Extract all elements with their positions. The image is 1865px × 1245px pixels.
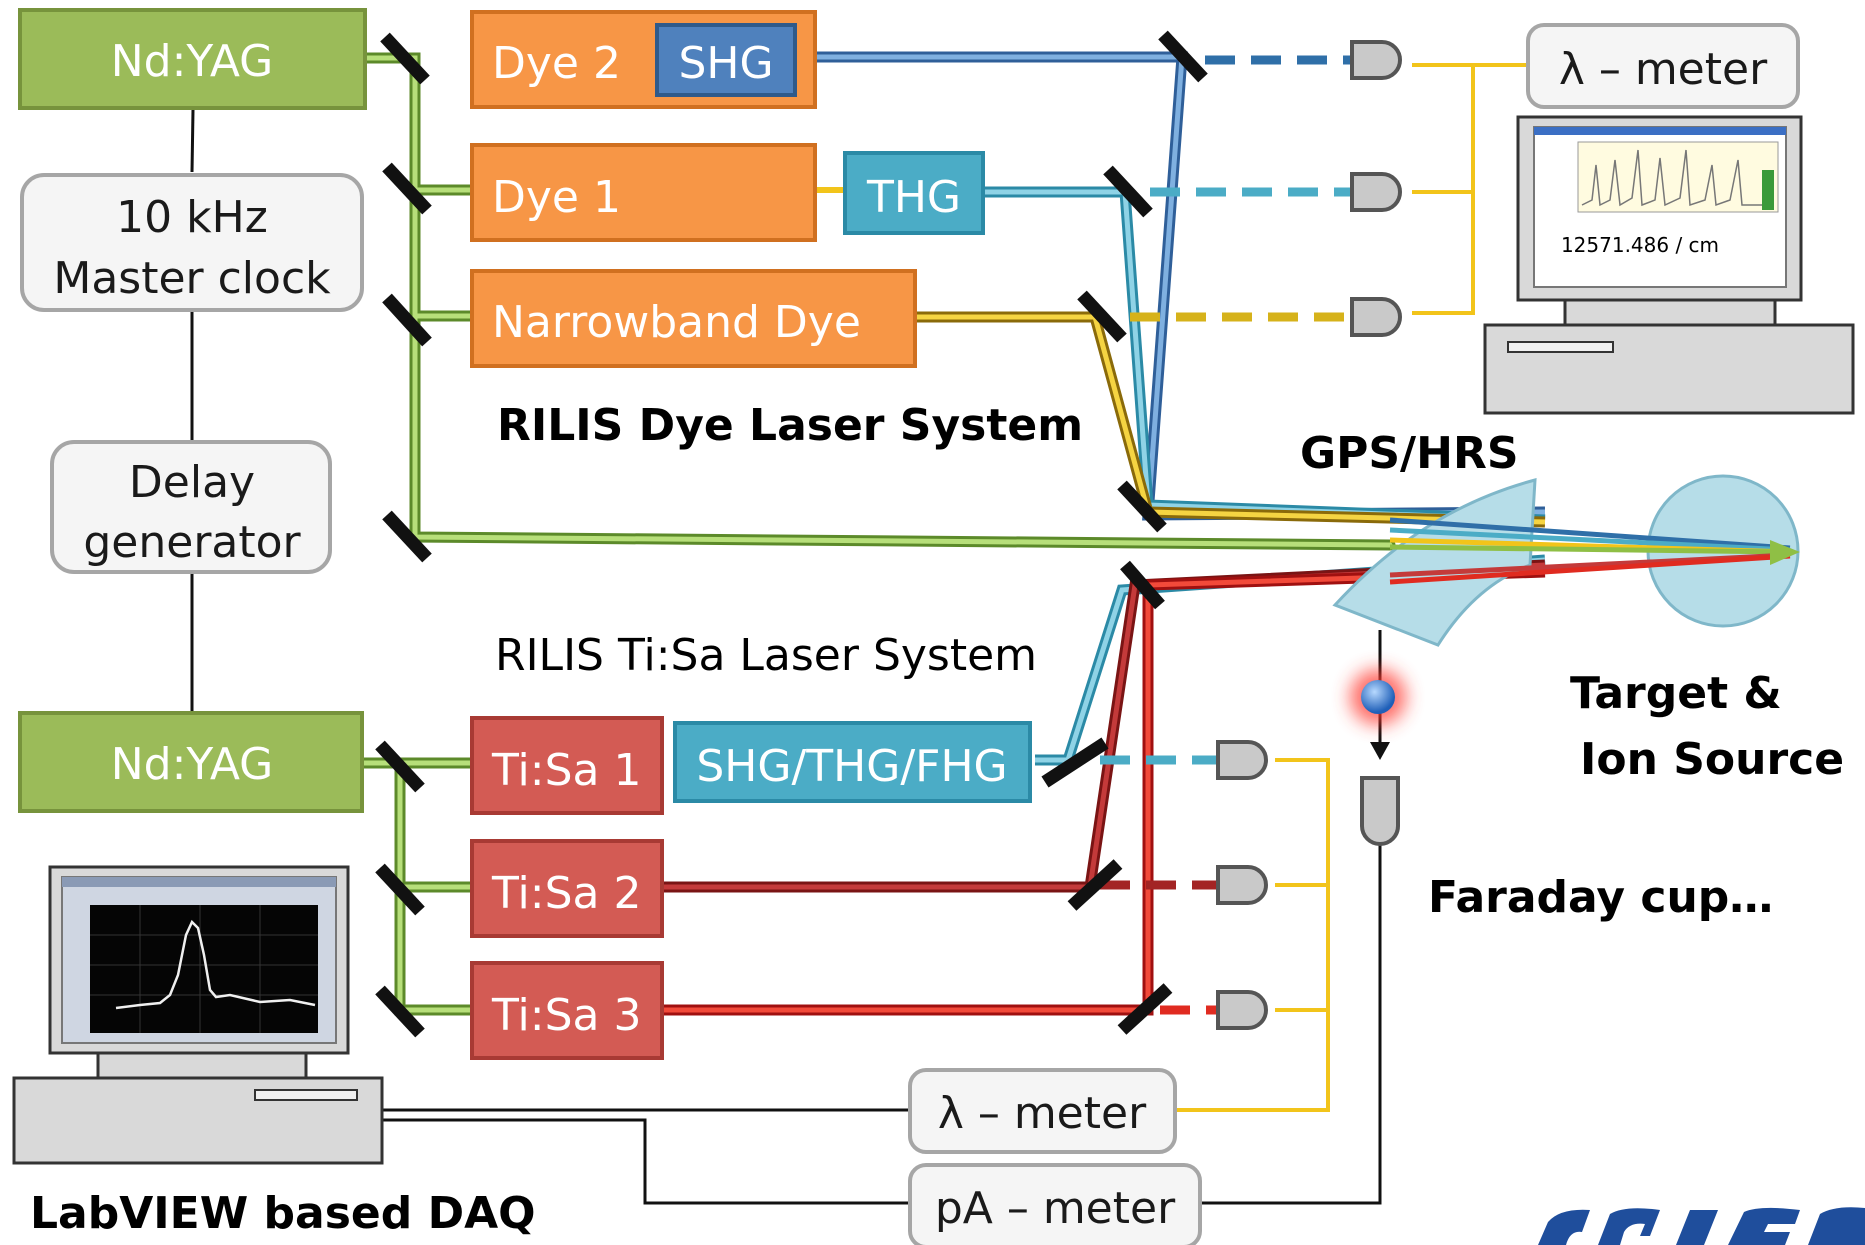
svg-text:pA – meter: pA – meter bbox=[935, 1183, 1176, 1234]
beam-arrowhead bbox=[1770, 540, 1800, 565]
svg-text:λ – meter: λ – meter bbox=[1559, 44, 1768, 95]
signal-wires bbox=[190, 109, 1382, 1205]
svg-text:Ti:Sa 1: Ti:Sa 1 bbox=[491, 745, 641, 796]
nd-yag-top: Nd:YAG bbox=[18, 8, 367, 110]
photodiode-icon bbox=[1350, 40, 1402, 80]
diode-beams bbox=[1100, 55, 1350, 1015]
target-label-line2: Ion Source bbox=[1580, 734, 1844, 785]
svg-text:Ti:Sa 3: Ti:Sa 3 bbox=[491, 990, 641, 1041]
shg-unit bbox=[655, 23, 797, 97]
thg-unit: THG bbox=[843, 151, 985, 235]
svg-text:generator: generator bbox=[83, 517, 301, 568]
lambda-meter-top: λ – meter bbox=[1526, 23, 1800, 109]
daq-computer-icon bbox=[12, 865, 384, 1165]
svg-text:10 kHz: 10 kHz bbox=[116, 192, 268, 243]
logo-icon bbox=[1538, 1207, 1865, 1245]
svg-text:THG: THG bbox=[866, 172, 961, 223]
ion-icon bbox=[1361, 680, 1395, 714]
separator-and-target bbox=[1332, 474, 1800, 647]
svg-text:Nd:YAG: Nd:YAG bbox=[111, 739, 274, 790]
svg-text:Dye 1: Dye 1 bbox=[492, 172, 621, 223]
faraday-cup-icon bbox=[1360, 776, 1400, 846]
fiber-lines bbox=[1175, 63, 1528, 1112]
svg-text:Narrowband Dye: Narrowband Dye bbox=[492, 297, 861, 348]
svg-text:Ti:Sa 2: Ti:Sa 2 bbox=[491, 868, 641, 919]
gps-hrs-label: GPS/HRS bbox=[1300, 428, 1519, 479]
photodiode-icon bbox=[1216, 865, 1268, 905]
daq-label: LabVIEW based DAQ bbox=[30, 1188, 536, 1239]
ion-indicator bbox=[1350, 630, 1406, 760]
mirrors bbox=[375, 30, 1208, 1038]
photodiodes bbox=[1216, 40, 1402, 1030]
wavemeter-computer-icon: 12571.486 / cm bbox=[1483, 115, 1855, 415]
shg-thg-fhg-unit: SHG/THG/FHG bbox=[673, 721, 1032, 803]
tisa-system-label: RILIS Ti:Sa Laser System bbox=[495, 630, 1037, 681]
svg-text:Dye 2: Dye 2 bbox=[492, 38, 621, 89]
dye1-laser: Dye 1 bbox=[470, 143, 817, 242]
photodiode-icon bbox=[1350, 297, 1402, 337]
delay-generator: Delay generator bbox=[50, 440, 332, 574]
photodiode-icon bbox=[1216, 740, 1268, 780]
lambda-meter-bottom: λ – meter bbox=[908, 1068, 1177, 1154]
master-clock: 10 kHz Master clock bbox=[20, 173, 364, 312]
photodiode-icon bbox=[1216, 990, 1268, 1030]
monitor-readout: 12571.486 / cm bbox=[1561, 233, 1719, 257]
tisa1-laser: Ti:Sa 1 bbox=[470, 716, 664, 815]
pump-beams bbox=[356, 52, 1396, 1016]
svg-text:λ – meter: λ – meter bbox=[938, 1088, 1147, 1139]
pa-meter: pA – meter bbox=[908, 1163, 1202, 1245]
svg-text:Nd:YAG: Nd:YAG bbox=[111, 36, 274, 87]
dye-system-label: RILIS Dye Laser System bbox=[497, 400, 1083, 451]
nd-yag-bottom: Nd:YAG bbox=[18, 711, 364, 813]
svg-text:SHG: SHG bbox=[678, 38, 773, 89]
faraday-cup-label: Faraday cup… bbox=[1428, 872, 1773, 923]
svg-text:Master clock: Master clock bbox=[53, 253, 331, 304]
target-label-line1: Target & bbox=[1570, 668, 1782, 719]
laser-beams bbox=[662, 51, 1546, 1016]
tisa2-laser: Ti:Sa 2 bbox=[470, 839, 664, 938]
svg-text:Delay: Delay bbox=[129, 457, 255, 508]
gps-hrs-magnet bbox=[1332, 478, 1537, 647]
photodiode-icon bbox=[1350, 172, 1402, 212]
tisa3-laser: Ti:Sa 3 bbox=[470, 961, 664, 1060]
svg-text:SHG/THG/FHG: SHG/THG/FHG bbox=[696, 741, 1007, 792]
narrowband-dye-laser: Narrowband Dye bbox=[470, 269, 917, 368]
dye2-laser: Dye 2 SHG bbox=[470, 10, 817, 109]
